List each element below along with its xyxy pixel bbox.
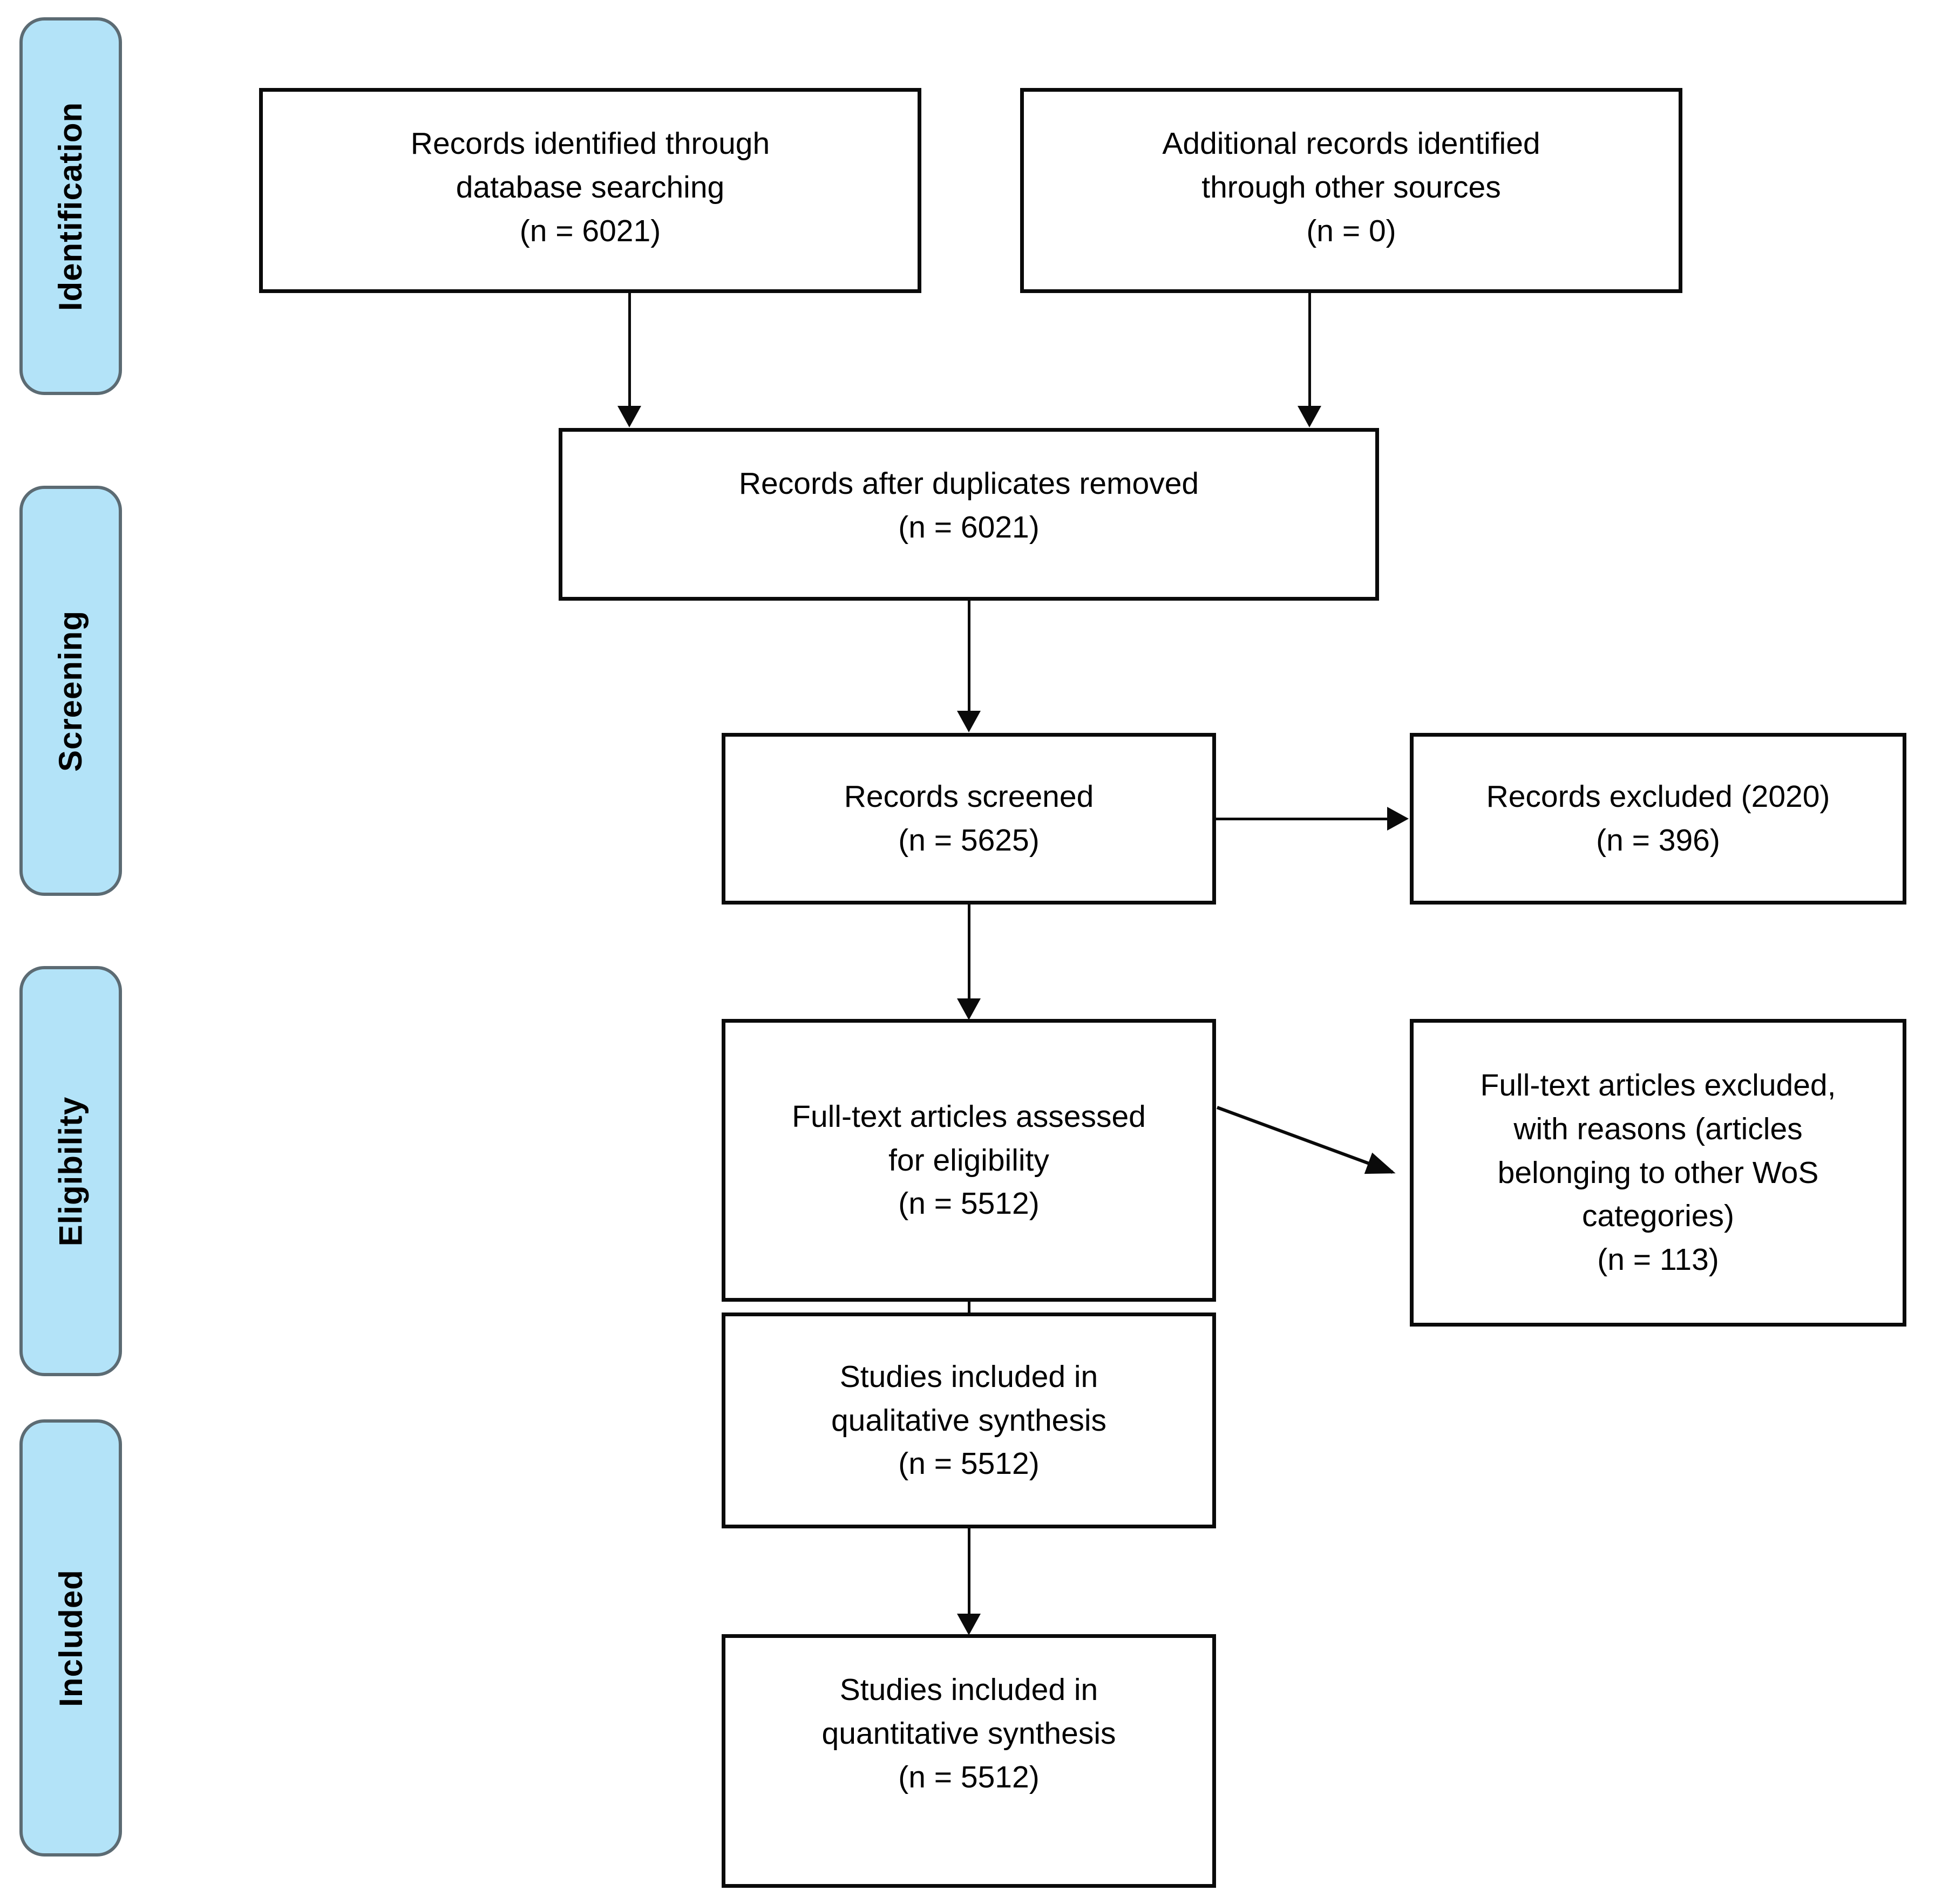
box-records-identified-database: Records identified through database sear…	[259, 88, 921, 293]
box-records-excluded: Records excluded (2020) (n = 396)	[1410, 733, 1906, 905]
box-fulltext-excluded: Full-text articles excluded, with reason…	[1410, 1019, 1906, 1327]
box-fulltext-assessed-text: Full-text articles assessed for eligibil…	[792, 1099, 1146, 1221]
box-fulltext-assessed: Full-text articles assessed for eligibil…	[722, 1019, 1216, 1302]
box-included-qualitative-synthesis-text: Studies included in qualitative synthesi…	[831, 1359, 1107, 1481]
stage-eligibility: Eligibility	[19, 966, 122, 1376]
stage-included: Included	[19, 1419, 122, 1857]
box-included-qualitative-synthesis: Studies included in qualitative synthesi…	[722, 1313, 1216, 1528]
connector-other-to-dedup-line	[1308, 293, 1311, 409]
connector-dedup-to-screened-line	[968, 601, 970, 714]
stage-included-label: Included	[52, 1569, 89, 1707]
stage-identification: Identification	[19, 17, 122, 395]
box-records-screened: Records screened (n = 5625)	[722, 733, 1216, 905]
connector-screened-to-fulltext-line	[968, 905, 970, 1002]
connector-other-to-dedup-arrow	[1298, 406, 1321, 427]
connector-dedup-to-screened-arrow	[957, 711, 981, 732]
box-additional-records-other-sources: Additional records identified through ot…	[1020, 88, 1682, 293]
connector-screened-to-excluded-line	[1216, 818, 1389, 820]
connector-db-to-dedup-line	[628, 293, 631, 409]
connector-qualitative-to-quantitative-line	[968, 1528, 970, 1617]
stage-screening: Screening	[19, 486, 122, 896]
box-included-quantitative-synthesis-text: Studies included in quantitative synthes…	[821, 1672, 1116, 1794]
connector-fulltext-to-excluded-line	[1216, 1106, 1396, 1174]
box-records-after-duplicates-removed: Records after duplicates removed (n = 60…	[559, 428, 1379, 601]
box-records-excluded-text: Records excluded (2020) (n = 396)	[1486, 779, 1830, 858]
stage-screening-label: Screening	[52, 610, 89, 772]
connector-screened-to-fulltext-arrow	[957, 998, 981, 1020]
connector-screened-to-excluded-arrow	[1387, 807, 1409, 831]
box-fulltext-excluded-text: Full-text articles excluded, with reason…	[1480, 1067, 1836, 1277]
stage-eligibility-label: Eligibility	[52, 1096, 89, 1246]
box-records-after-duplicates-removed-text: Records after duplicates removed (n = 60…	[738, 466, 1199, 545]
stage-identification-label: Identification	[52, 101, 89, 311]
box-records-screened-text: Records screened (n = 5625)	[844, 779, 1094, 858]
box-records-identified-database-text: Records identified through database sear…	[410, 126, 770, 248]
connector-qualitative-to-quantitative-arrow	[957, 1614, 981, 1635]
connector-db-to-dedup-arrow	[617, 406, 641, 427]
box-included-quantitative-synthesis: Studies included in quantitative synthes…	[722, 1634, 1216, 1888]
box-additional-records-other-sources-text: Additional records identified through ot…	[1162, 126, 1540, 248]
